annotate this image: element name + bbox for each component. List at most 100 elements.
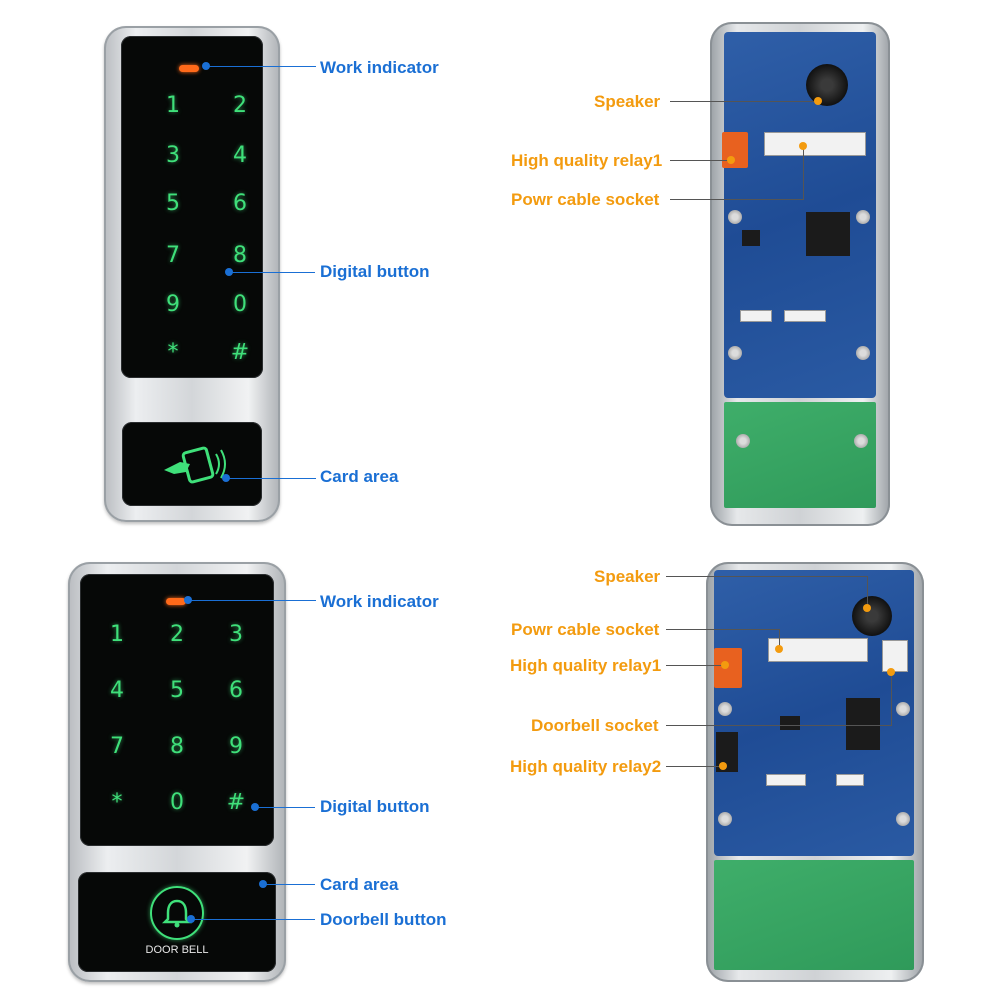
key-9[interactable]: 9 <box>166 292 180 317</box>
doorbell-button[interactable] <box>150 886 204 940</box>
relay1-component-bottom <box>714 648 742 688</box>
screw-top-3 <box>728 346 742 360</box>
digital-button-line-top <box>229 272 315 273</box>
relay2-line <box>666 766 722 767</box>
key-hash[interactable]: # <box>230 340 250 365</box>
power-socket-dot-top <box>799 142 807 150</box>
relay1-line-top <box>670 160 730 161</box>
rfid-board-top <box>724 402 876 508</box>
screw-top-6 <box>854 434 868 448</box>
digital-button-label-top: Digital button <box>320 262 430 281</box>
key-6[interactable]: 6 <box>233 191 247 216</box>
key-hash-b[interactable]: # <box>226 790 246 815</box>
power-socket-label-bottom: Powr cable socket <box>511 620 660 639</box>
pcb-device-bottom <box>706 562 924 982</box>
speaker-dot-top <box>814 97 822 105</box>
keypad-device-bottom: 1 2 3 4 5 6 7 8 9 * 0 # DOOR BELL <box>68 562 286 982</box>
key-2-b[interactable]: 2 <box>170 622 184 647</box>
chip-small-top-1 <box>742 230 760 246</box>
power-socket-label-top: Powr cable socket <box>511 190 660 209</box>
relay1-label-bottom: High quality relay1 <box>510 656 662 675</box>
key-3[interactable]: 3 <box>166 143 180 168</box>
power-socket-line-bottom <box>666 629 780 630</box>
relay1-dot-bottom <box>721 661 729 669</box>
doorbell-socket-line <box>666 725 892 726</box>
ribbon-connector-top-1 <box>740 310 772 322</box>
key-1[interactable]: 1 <box>166 93 180 118</box>
key-8-b[interactable]: 8 <box>170 734 184 759</box>
speaker-dot-bottom <box>863 604 871 612</box>
card-area-label-top: Card area <box>320 467 399 486</box>
key-2[interactable]: 2 <box>233 93 247 118</box>
doorbell-socket-vline <box>891 672 892 726</box>
power-socket-component-bottom <box>768 638 868 662</box>
screw-bottom-2 <box>896 702 910 716</box>
screw-top-5 <box>736 434 750 448</box>
power-socket-line-top <box>670 199 804 200</box>
screw-bottom-4 <box>896 812 910 826</box>
ribbon-connector-bottom-1 <box>766 774 806 786</box>
speaker-label-top: Speaker <box>594 92 661 111</box>
relay2-label: High quality relay2 <box>510 757 662 776</box>
rfid-board-bottom <box>714 860 914 970</box>
pcb-device-top <box>710 22 890 526</box>
relay2-dot <box>719 762 727 770</box>
doorbell-button-line <box>191 919 315 920</box>
work-indicator-label-top: Work indicator <box>320 58 439 77</box>
card-hand-icon <box>164 446 226 484</box>
digital-button-line-bottom <box>255 807 315 808</box>
card-area-label-bottom: Card area <box>320 875 399 894</box>
power-socket-dot-bottom <box>775 645 783 653</box>
work-indicator-line-bottom <box>188 600 316 601</box>
bell-icon <box>161 899 193 928</box>
card-area-line-bottom <box>263 884 315 885</box>
ribbon-connector-bottom-2 <box>836 774 864 786</box>
keypad-device-top: 1 2 3 4 5 6 7 8 9 0 * # <box>104 26 280 522</box>
key-8[interactable]: 8 <box>233 243 247 268</box>
screw-bottom-3 <box>718 812 732 826</box>
key-6-b[interactable]: 6 <box>229 678 243 703</box>
relay1-component-top <box>722 132 748 168</box>
key-5[interactable]: 5 <box>166 191 180 216</box>
relay1-line-bottom <box>666 665 724 666</box>
screw-top-1 <box>728 210 742 224</box>
speaker-line-bottom <box>666 576 868 577</box>
key-star[interactable]: * <box>167 340 179 365</box>
card-area-line-top <box>226 478 316 479</box>
card-area-bottom: DOOR BELL <box>78 872 276 972</box>
keypad-panel-bottom: 1 2 3 4 5 6 7 8 9 * 0 # <box>80 574 274 846</box>
doorbell-button-label: Doorbell button <box>320 910 447 929</box>
screw-top-4 <box>856 346 870 360</box>
work-indicator-line-top <box>206 66 316 67</box>
key-4[interactable]: 4 <box>233 143 247 168</box>
chip-small-bottom-1 <box>780 716 800 730</box>
key-9-b[interactable]: 9 <box>229 734 243 759</box>
mcu-chip-top <box>806 212 850 256</box>
key-star-b[interactable]: * <box>111 790 123 815</box>
speaker-label-bottom: Speaker <box>594 567 661 586</box>
key-7-b[interactable]: 7 <box>110 734 124 759</box>
power-socket-vline-top <box>803 146 804 200</box>
speaker-vline-bottom <box>867 576 868 606</box>
screw-top-2 <box>856 210 870 224</box>
doorbell-text: DOOR BELL <box>145 944 209 956</box>
mcu-chip-bottom <box>846 698 880 750</box>
speaker-component-bottom <box>852 596 892 636</box>
key-1-b[interactable]: 1 <box>110 622 124 647</box>
power-socket-vline-bottom <box>779 629 780 647</box>
key-0-b[interactable]: 0 <box>170 790 184 815</box>
ribbon-connector-top-2 <box>784 310 826 322</box>
key-5-b[interactable]: 5 <box>170 678 184 703</box>
relay1-dot-top <box>727 156 735 164</box>
work-indicator-label-bottom: Work indicator <box>320 592 439 611</box>
key-4-b[interactable]: 4 <box>110 678 124 703</box>
key-0[interactable]: 0 <box>233 292 247 317</box>
speaker-line-top <box>670 101 816 102</box>
speaker-component-top <box>806 64 848 106</box>
doorbell-socket-label: Doorbell socket <box>531 716 659 735</box>
key-7[interactable]: 7 <box>166 243 180 268</box>
power-socket-component-top <box>764 132 866 156</box>
key-3-b[interactable]: 3 <box>229 622 243 647</box>
card-area-top <box>122 422 262 506</box>
doorbell-socket-dot <box>887 668 895 676</box>
